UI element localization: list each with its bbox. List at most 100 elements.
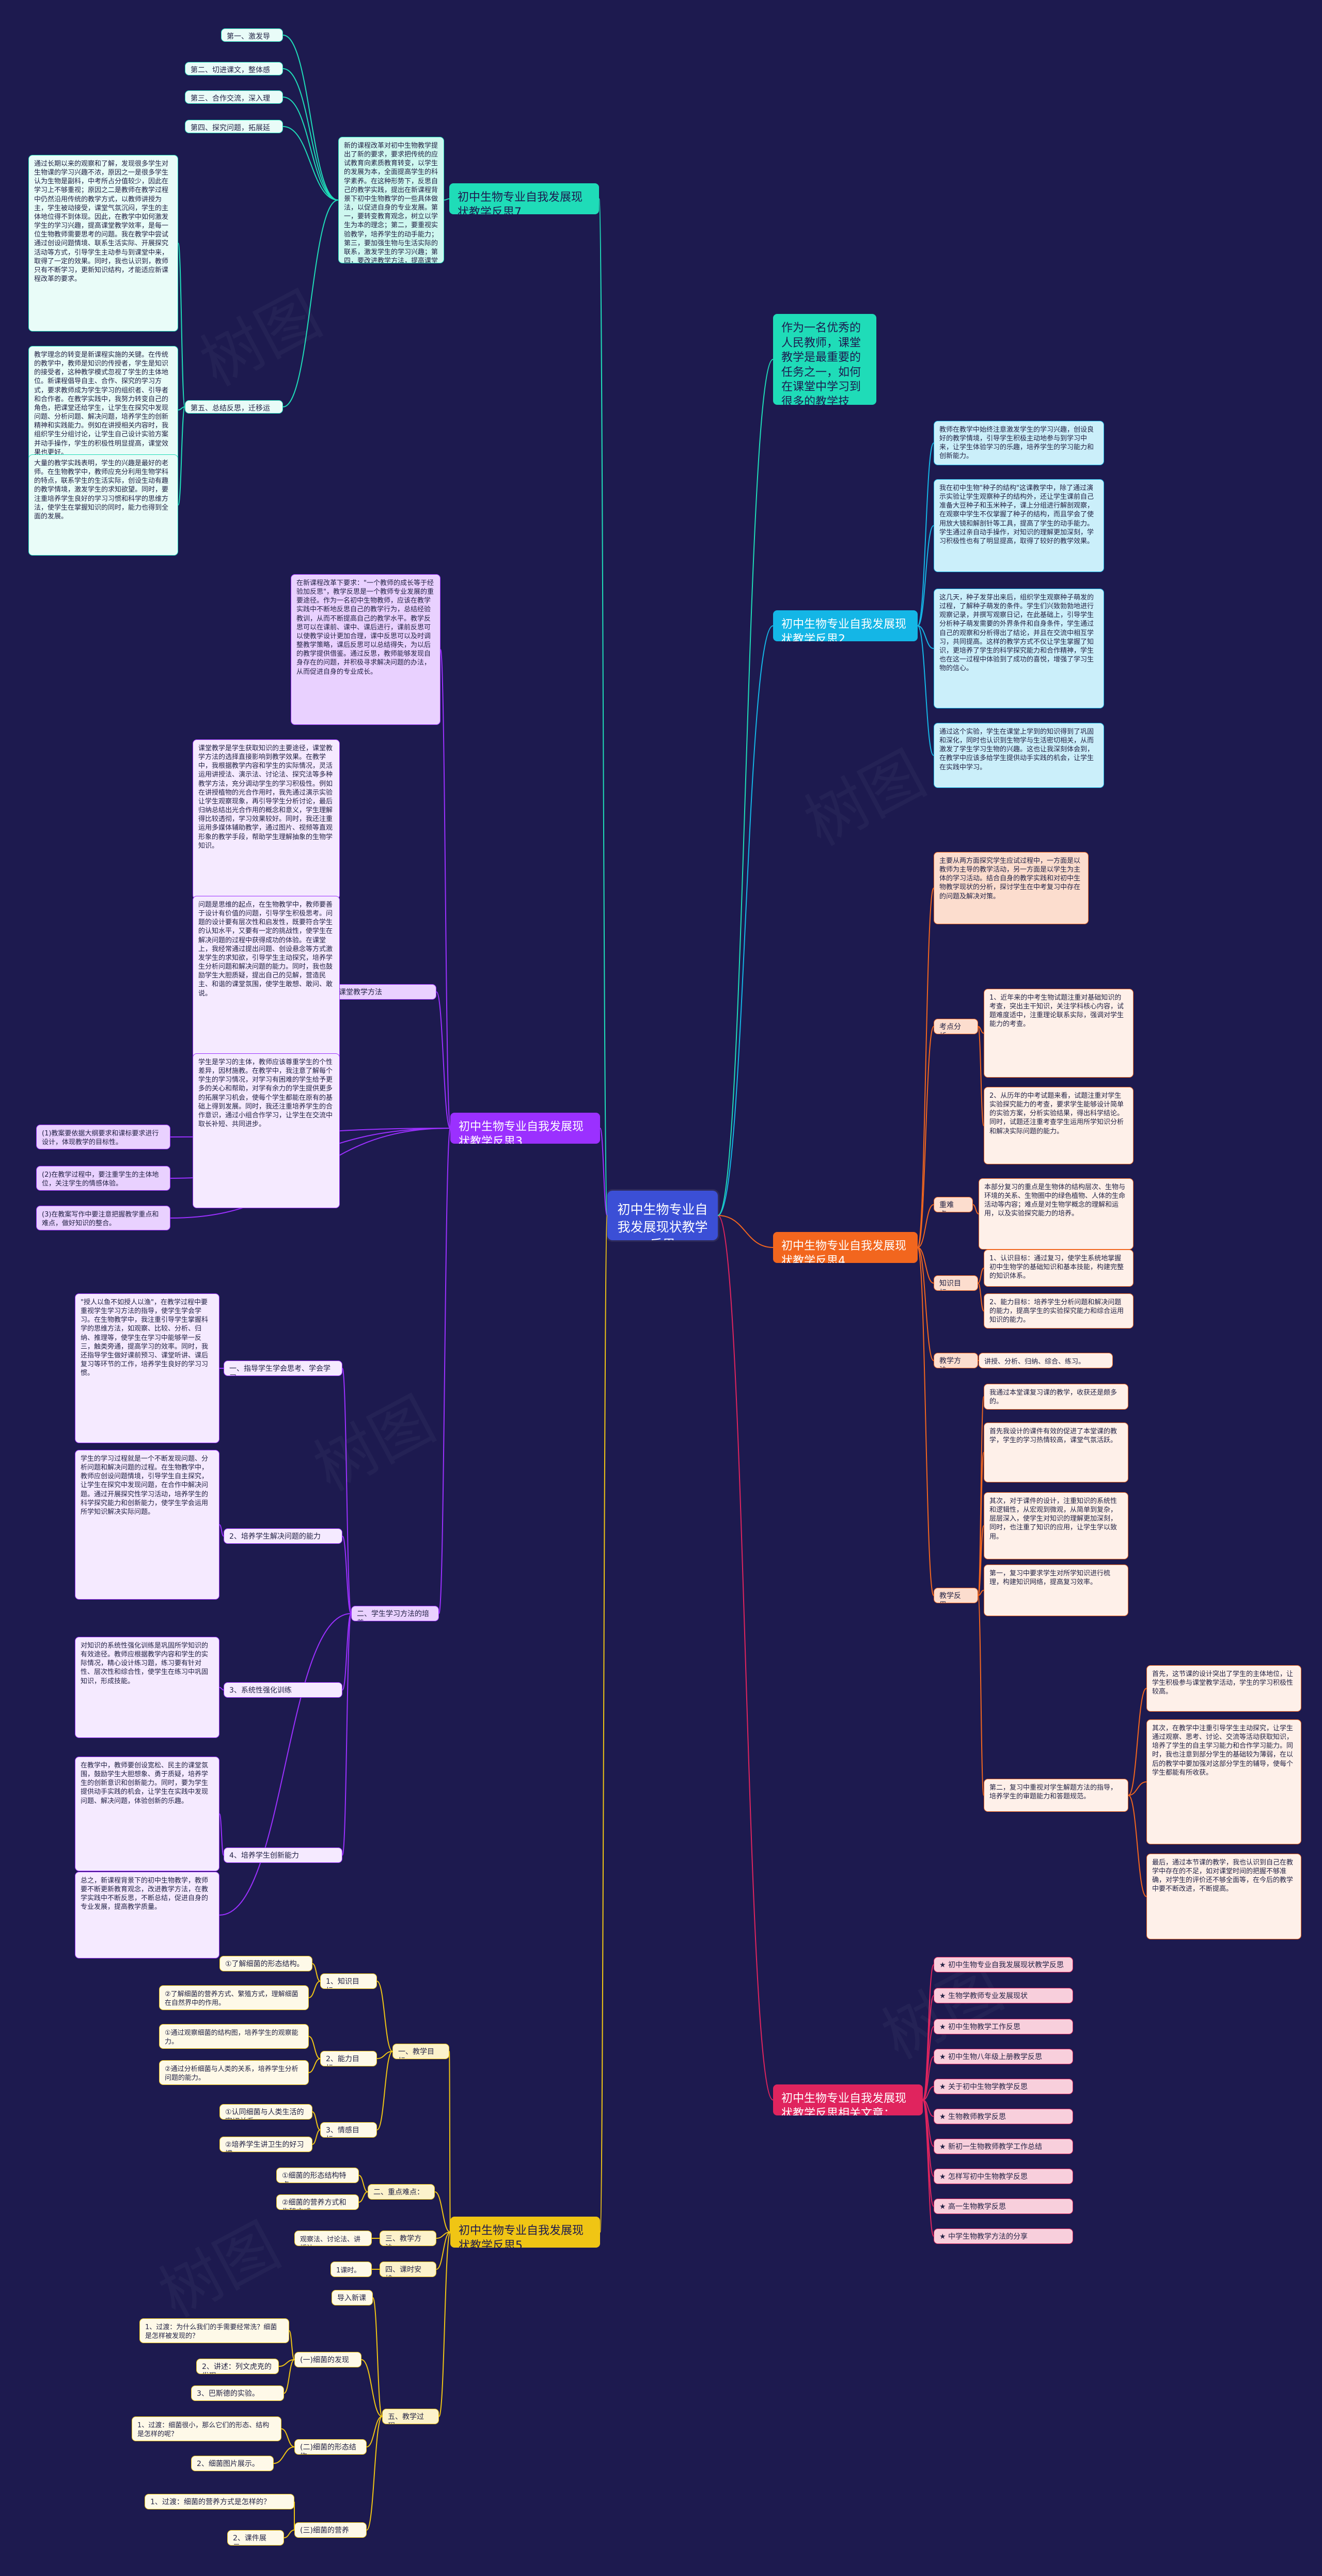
mind-node-b3c2c-detail[interactable]: 对知识的系统性强化训练是巩固所学知识的有效途径。教师应根据教学内容和学生的实际情… — [75, 1637, 219, 1738]
mind-node-b5c1c1[interactable]: ①认同细菌与人类生活的密切关系。 — [219, 2104, 312, 2120]
mind-node-b1c1b[interactable]: 第二、切进课文，整体感知。 — [185, 62, 283, 75]
mind-node-b1c1e3[interactable]: 大量的教学实践表明，学生的兴趣是最好的老师。在生物教学中，教师应充分利用生物学科… — [28, 454, 178, 556]
mind-node-b5c1b1[interactable]: ①通过观察细菌的结构图，培养学生的观察能力。 — [159, 2024, 309, 2049]
mind-node-b6h[interactable]: ★ 怎样写初中生物教学反思 — [934, 2169, 1073, 2184]
mind-node-b1c1e2[interactable]: 教学理念的转变是新课程实施的关键。在传统的教学中，教师是知识的传授者，学生是知识… — [28, 346, 178, 474]
mind-node-b1c1c[interactable]: 第三、合作交流，深入理解。 — [185, 90, 283, 104]
mind-node-b0[interactable]: 作为一名优秀的人民教师，课堂教学是最重要的任务之一，如何在课堂中学习到很多的教学… — [773, 314, 876, 405]
mind-node-b3c2d-detail[interactable]: 在教学中，教师要创设宽松、民主的课堂氛围，鼓励学生大胆想象、勇于质疑，培养学生的… — [75, 1757, 219, 1871]
mind-node-b5c4[interactable]: 四、课时安排： — [380, 2262, 436, 2277]
mind-node-b5c5a[interactable]: 导入新课 — [332, 2290, 373, 2305]
mind-node-b6i[interactable]: ★ 高一生物教学反思 — [934, 2199, 1073, 2214]
mind-node-b5c2a[interactable]: ①细菌的形态结构特点。 — [276, 2168, 359, 2183]
mind-node-b4c2-detail[interactable]: 本部分复习的重点是生物体的结构层次、生物与环境的关系、生物圈中的绿色植物、人体的… — [979, 1178, 1134, 1250]
mind-node-b5c5b[interactable]: (一)细菌的发现 — [294, 2352, 361, 2367]
mind-node-b4c3b[interactable]: 2、能力目标：培养学生分析问题和解决问题的能力，提高学生的实验探究能力和综合运用… — [984, 1293, 1134, 1329]
mind-node-b5c3-detail[interactable]: 观察法、讨论法、讲授法。 — [294, 2231, 372, 2246]
mind-node-b6g[interactable]: ★ 新初一生物教师教学工作总结 — [934, 2139, 1073, 2154]
mind-node-b2[interactable]: 初中生物专业自我发展现状教学反思2 — [773, 610, 918, 641]
mind-node-b4c1a[interactable]: 1、近年来的中考生物试题注重对基础知识的考查，突出主干知识，关注学科核心内容，试… — [984, 989, 1134, 1078]
mind-node-b3c1a[interactable]: 课堂教学是学生获取知识的主要途径，课堂教学方法的选择直接影响到教学效果。在教学中… — [193, 739, 340, 899]
mind-node-b4c5e2[interactable]: 其次，在教学中注重引导学生主动探究，让学生通过观察、思考、讨论、交流等活动获取知… — [1146, 1719, 1301, 1844]
mind-node-b1c1[interactable]: 新的课程改革对初中生物教学提出了新的要求，要求把传统的应试教育向素质教育转变，以… — [338, 137, 444, 263]
mind-node-b5c5d[interactable]: (三)细菌的营养 — [294, 2522, 367, 2538]
mind-node-b6d[interactable]: ★ 初中生物八年级上册教学反思 — [934, 2049, 1073, 2064]
mind-node-b3c2-tail[interactable]: 总之，新课程背景下的初中生物教学，教师要不断更新教育观念，改进教学方法，在教学实… — [75, 1872, 219, 1958]
mind-node-b5c1b[interactable]: 2、能力目标： — [320, 2051, 377, 2066]
mind-node-b4c5b[interactable]: 首先我设计的课件有效的促进了本堂课的教学，学生的学习热情较高，课堂气氛活跃。 — [984, 1423, 1128, 1482]
mind-node-b5c5b3[interactable]: 3、巴斯德的实验。 — [191, 2385, 284, 2401]
mind-node-b5c5b2[interactable]: 2、讲述：列文虎克的发现。 — [196, 2359, 279, 2374]
mind-node-b3c1b[interactable]: 问题是思维的起点，在生物教学中，教师要善于设计有价值的问题，引导学生积极思考。问… — [193, 896, 340, 1064]
mind-node-b4c5a[interactable]: 我通过本堂课复习课的教学，收获还是颇多的。 — [984, 1384, 1128, 1410]
mind-node-b4c2[interactable]: 重难点： — [934, 1197, 973, 1212]
mind-node-b4c5c[interactable]: 其次，对于课件的设计，注重知识的系统性和逻辑性，从宏观到微观，从简单到复杂，层层… — [984, 1492, 1128, 1559]
mind-node-b6b[interactable]: ★ 生物学教师专业发展现状 — [934, 1988, 1073, 2003]
mind-node-b6a[interactable]: ★ 初中生物专业自我发展现状教学反思 — [934, 1957, 1073, 1972]
mind-node-b1[interactable]: 初中生物专业自我发展现状教学反思7 — [449, 183, 599, 214]
mind-node-b5c3[interactable]: 三、教学方法： — [380, 2231, 436, 2246]
mind-node-b4c5d[interactable]: 第一，复习中要求学生对所学知识进行梳理，构建知识网络，提高复习效率。 — [984, 1564, 1128, 1616]
mind-node-b3c3[interactable]: (1)教案要依据大纲要求和课标要求进行设计，体现教学的目标性。 — [36, 1125, 170, 1149]
mind-node-b3c2c[interactable]: 3、系统性强化训练 — [224, 1682, 342, 1698]
mind-node-b3c2b-detail[interactable]: 学生的学习过程就是一个不断发现问题、分析问题和解决问题的过程。在生物教学中，教师… — [75, 1450, 219, 1600]
mind-node-b1c1a[interactable]: 第一、激发导入。 — [221, 28, 283, 42]
mind-node-b5c1a1[interactable]: ①了解细菌的形态结构。 — [219, 1956, 312, 1971]
mind-node-b4c1[interactable]: 考点分析： — [934, 1019, 978, 1034]
mind-node-b3c2a[interactable]: 一、指导学生学会思考、学会学习 — [224, 1361, 342, 1376]
mind-node-b2c4[interactable]: 通过这个实验，学生在课堂上学到的知识得到了巩固和深化，同时也认识到生物学与生活密… — [934, 723, 1104, 788]
mind-node-b1c1d[interactable]: 第四、探究问题，拓展延伸。 — [185, 120, 283, 133]
mind-node-b6c[interactable]: ★ 初中生物教学工作反思 — [934, 2019, 1073, 2034]
mind-node-b5c1[interactable]: 一、教学目标： — [392, 2044, 449, 2059]
mind-node-text-b3c4: (2)在教学过程中，要注重学生的主体地位，关注学生的情感体验。 — [42, 1171, 159, 1188]
mind-node-b4c4-detail[interactable]: 讲授、分析、归纳、综合、练习。 — [979, 1353, 1113, 1368]
mind-node-b4c0[interactable]: 主要从两方面探究学生应试过程中，一方面是以教师为主导的教学活动，另一方面是以学生… — [934, 852, 1089, 924]
mind-node-b5c5c2[interactable]: 2、细菌图片展示。 — [191, 2456, 274, 2471]
mind-node-b5c5c1[interactable]: 1、过渡：细菌很小，那么它们的形态、结构是怎样的呢？ — [132, 2416, 281, 2441]
mind-node-b5c1c[interactable]: 3、情感目标： — [320, 2122, 377, 2138]
mind-node-b3c5[interactable]: (3)在教案写作中要注意把握教学重点和难点，做好知识的整合。 — [36, 1206, 170, 1230]
connector-b5c4 — [436, 2232, 451, 2270]
root-topic[interactable]: 初中生物专业自我发展现状教学反思 — [607, 1191, 718, 1240]
mind-node-b3c2d[interactable]: 4、培养学生创新能力 — [224, 1847, 342, 1863]
mind-node-b5c4-detail[interactable]: 1课时。 — [330, 2262, 372, 2277]
mind-node-b2c2[interactable]: 我在初中生物"种子的结构"这课教学中，除了通过演示实验让学生观察种子的结构外，还… — [934, 479, 1104, 572]
mind-node-b4c3[interactable]: 知识目标： — [934, 1275, 978, 1291]
mind-node-b4c5e1[interactable]: 首先，这节课的设计突出了学生的主体地位，让学生积极参与课堂教学活动，学生的学习积… — [1146, 1665, 1301, 1712]
mind-node-b6j[interactable]: ★ 中学生物教学方法的分享 — [934, 2229, 1073, 2244]
mind-node-b2c3[interactable]: 这几天，种子发芽出来后，组织学生观察种子萌发的过程，了解种子萌发的条件。学生们兴… — [934, 589, 1104, 708]
mind-node-b3c2a-detail[interactable]: "授人以鱼不如授人以渔"，在教学过程中要重视学生学习方法的指导，使学生学会学习。… — [75, 1293, 219, 1443]
mind-node-b3c4[interactable]: (2)在教学过程中，要注重学生的主体地位，关注学生的情感体验。 — [36, 1166, 170, 1191]
mind-node-b5c5d2[interactable]: 2、课件展示。 — [227, 2530, 284, 2546]
mind-node-b5c2[interactable]: 二、重点难点： — [368, 2184, 435, 2200]
mind-node-b6f[interactable]: ★ 生物教师教学反思 — [934, 2109, 1073, 2124]
mind-node-b4c5e[interactable]: 第二，复习中重视对学生解题方法的指导，培养学生的审题能力和答题规范。 — [984, 1779, 1128, 1812]
mind-node-b5c1a2[interactable]: ②了解细菌的营养方式、繁殖方式，理解细菌在自然界中的作用。 — [159, 1985, 309, 2010]
mind-node-b5c5b1[interactable]: 1、过渡：为什么我们的手需要经常洗？细菌是怎样被发现的？ — [139, 2318, 289, 2343]
mind-node-b6[interactable]: 初中生物专业自我发展现状教学反思相关文章： — [773, 2084, 923, 2115]
mind-node-b4c4[interactable]: 教学方法： — [934, 1353, 978, 1368]
mind-node-b5c2b[interactable]: ②细菌的营养方式和生殖方式。 — [276, 2194, 359, 2210]
mind-node-b5c5[interactable]: 五、教学过程： — [382, 2409, 439, 2424]
mind-node-b5c1b2[interactable]: ②通过分析细菌与人类的关系，培养学生分析问题的能力。 — [159, 2060, 309, 2085]
mind-node-b4c5[interactable]: 教学反思： — [934, 1588, 978, 1603]
mind-node-b4c1b[interactable]: 2、从历年的中考试题来看，试题注重对学生实验探究能力的考查，要求学生能够设计简单… — [984, 1087, 1134, 1164]
mind-node-b3c0[interactable]: 在新课程改革下要求："一个教师的成长等于经验加反思"，教学反思是一个教师专业发展… — [291, 574, 440, 725]
mind-node-text-b4c2: 重难点： — [939, 1201, 954, 1212]
mind-node-b4[interactable]: 初中生物专业自我发展现状教学反思4 — [773, 1232, 918, 1263]
mind-node-b5c5c[interactable]: (二)细菌的形态结构 — [294, 2439, 367, 2455]
mind-node-b6e[interactable]: ★ 关于初中生物学教学反思 — [934, 2079, 1073, 2094]
mind-node-b5c1a[interactable]: 1、知识目标： — [320, 1973, 377, 1989]
mind-node-b4c3a[interactable]: 1、认识目标：通过复习，使学生系统地掌握初中生物学的基础知识和基本技能，构建完整… — [984, 1250, 1134, 1287]
mind-node-b4c5e3[interactable]: 最后，通过本节课的教学，我也认识到自己在教学中存在的不足，如对课堂时间的把握不够… — [1146, 1854, 1301, 1939]
mind-node-b2c1[interactable]: 教师在教学中始终注意激发学生的学习兴趣，创设良好的教学情境，引导学生积极主动地参… — [934, 421, 1104, 465]
mind-node-b3c1c[interactable]: 学生是学习的主体，教师应该尊重学生的个性差异，因材施教。在教学中，我注意了解每个… — [193, 1053, 340, 1208]
mind-node-b5[interactable]: 初中生物专业自我发展现状教学反思5 — [450, 2217, 600, 2248]
mind-node-b5c5d1[interactable]: 1、过渡：细菌的营养方式是怎样的？ — [145, 2494, 294, 2509]
mind-node-b3[interactable]: 初中生物专业自我发展现状教学反思3 — [450, 1113, 600, 1144]
mind-node-b3c2[interactable]: 二、学生学习方法的培养 — [351, 1606, 439, 1621]
mind-node-b3c2b[interactable]: 2、培养学生解决问题的能力 — [224, 1528, 342, 1544]
mind-node-b5c1c2[interactable]: ②培养学生讲卫生的好习惯。 — [219, 2137, 312, 2152]
mind-node-b1c1e[interactable]: 第五、总结反思，迁移运用。 — [185, 400, 283, 414]
mind-node-b1c1e1[interactable]: 通过长期以来的观察和了解，发现很多学生对生物课的学习兴趣不浓，原因之一是很多学生… — [28, 155, 178, 331]
